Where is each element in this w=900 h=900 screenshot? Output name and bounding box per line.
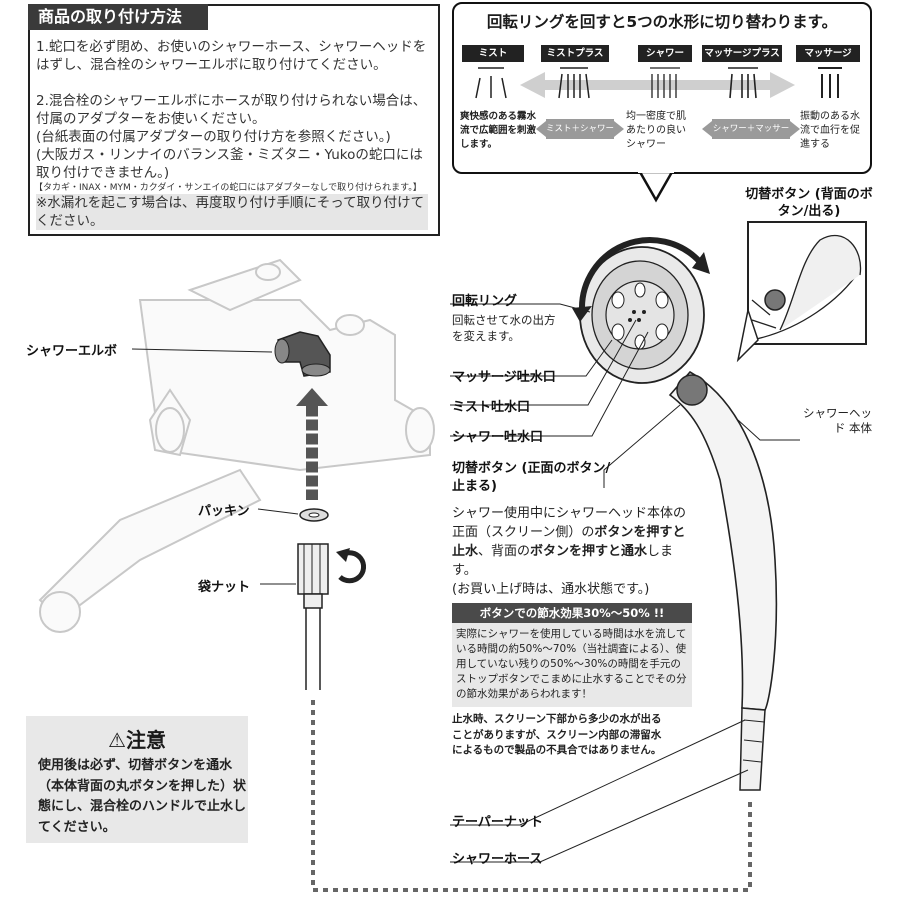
massage-icon (818, 67, 842, 98)
label-taper-nut: テーパーナット (452, 815, 543, 830)
spray-mode-title: 回転リングを回すと5つの水形に切り替わります。 (486, 13, 838, 31)
install-step-2-note-1: (台紙表面の付属アダプターの取り付け方を参照ください。) (36, 129, 391, 145)
switch-desc-end: します。 (452, 544, 674, 578)
mixer-faucet (38, 258, 435, 633)
label-massage-outlet: マッサージ吐水口 (452, 370, 556, 385)
caution-body: 使用後は必ず、切替ボタンを通水（本体背面の丸ボタンを押した）状態にし、混合栓のハ… (38, 758, 247, 835)
label-shower-hose: シャワーホース (452, 852, 543, 867)
water-saving-body: 実際にシャワーを使用している時間は水を流している時間の約50%〜70%（当社調査… (456, 628, 687, 700)
install-step-2: 2.混合栓のシャワーエルボにホースが取り付けられない場合は、付属のアダプターをお… (36, 93, 427, 127)
rotating-ring-desc: 回転させて水の出方を変えます。 (452, 313, 556, 343)
label-head-body: シャワーヘッド 本体 (803, 406, 872, 435)
caution-title: ⚠注意 (108, 728, 166, 752)
label-switch-front: 切替ボタン (正面のボタン/止まる) (452, 461, 611, 494)
switch-description: シャワー使用中にシャワーヘッド本体の正面（スクリーン側）のボタンを押すと止水、背… (452, 504, 696, 599)
shower-head-drawing (572, 237, 778, 791)
label-shower-elbow: シャワーエルボ (26, 344, 118, 359)
water-saving-title: ボタンでの節水効果30%〜50% !! (452, 603, 692, 623)
mode-shower-desc: 均一密度で肌あたりの良いシャワー (626, 111, 686, 150)
shower-hose-drawing (305, 608, 752, 892)
back-button-inset (736, 221, 867, 363)
leader-lines (131, 303, 800, 863)
installation-title: 商品の取り付け方法 (28, 4, 208, 30)
mode-mist-plus-label: ミストプラス (541, 45, 609, 62)
shower-massage-pill: シャワー＋マッサージ (712, 119, 790, 154)
mode-massage-label: マッサージ (796, 45, 860, 62)
mode-mist-label: ミスト (462, 45, 524, 62)
label-shower-outlet: シャワー吐水口 (452, 430, 544, 445)
label-rotating-ring: 回転リング (452, 294, 518, 309)
install-step-1: 1.蛇口を必ず閉め、お使いのシャワーホース、シャワーヘッドをはずし、混合栓のシャ… (36, 39, 427, 73)
install-compat-note: 【タカギ・INAX・MYM・カクダイ・サンエイの蛇口にはアダプターなしで取り付け… (34, 183, 422, 193)
caution-box (26, 716, 248, 843)
switch-desc-bold2: ボタンを押すと通水 (530, 544, 648, 559)
switch-desc-mid: 、背面の (478, 544, 531, 559)
water-stop-note: 止水時、スクリーン下部から多少の水が出ることがありますが、スクリーン内部の滞留水… (452, 713, 662, 756)
bag-nut (297, 543, 367, 609)
label-bag-nut: 袋ナット (198, 580, 251, 595)
switch-desc-note: (お買い上げ時は、通水状態です。) (452, 582, 650, 597)
label-mist-outlet: ミスト吐水口 (452, 400, 531, 415)
label-switch-back: 切替ボタン (背面のボタン/出る) (745, 187, 873, 219)
shower-elbow (274, 331, 331, 377)
shower-icon (650, 67, 680, 98)
mode-mist-desc: 爽快感のある霧水流で広範囲を刺激します。 (460, 111, 537, 150)
install-up-arrow (296, 388, 328, 500)
mist-shower-pill: ミスト＋シャワー (546, 119, 614, 139)
switch-desc-bold1: ボタンを押すと止水 (452, 525, 686, 559)
switch-desc-line1: シャワー使用中にシャワーヘッド本体の正面（スクリーン側）の (452, 506, 687, 540)
mode-massage-desc: 振動のある水流で血行を促進する (800, 111, 860, 150)
label-packing: パッキン (198, 504, 250, 519)
mode-shower-label: シャワー (638, 45, 692, 62)
mode-massage-plus-label: マッサージプラス (702, 45, 782, 62)
install-leak-note: ※水漏れを起こす場合は、再度取り付け手順にそって取り付けてください。 (36, 194, 428, 230)
mist-plus-icon (558, 67, 590, 99)
install-step-2-note-2: (大阪ガス・リンナイのバランス釜・ミズタニ・Yukoの蛇口には取り付けできません… (36, 147, 423, 181)
mist-icon (475, 67, 507, 99)
massage-plus-icon (728, 67, 758, 99)
